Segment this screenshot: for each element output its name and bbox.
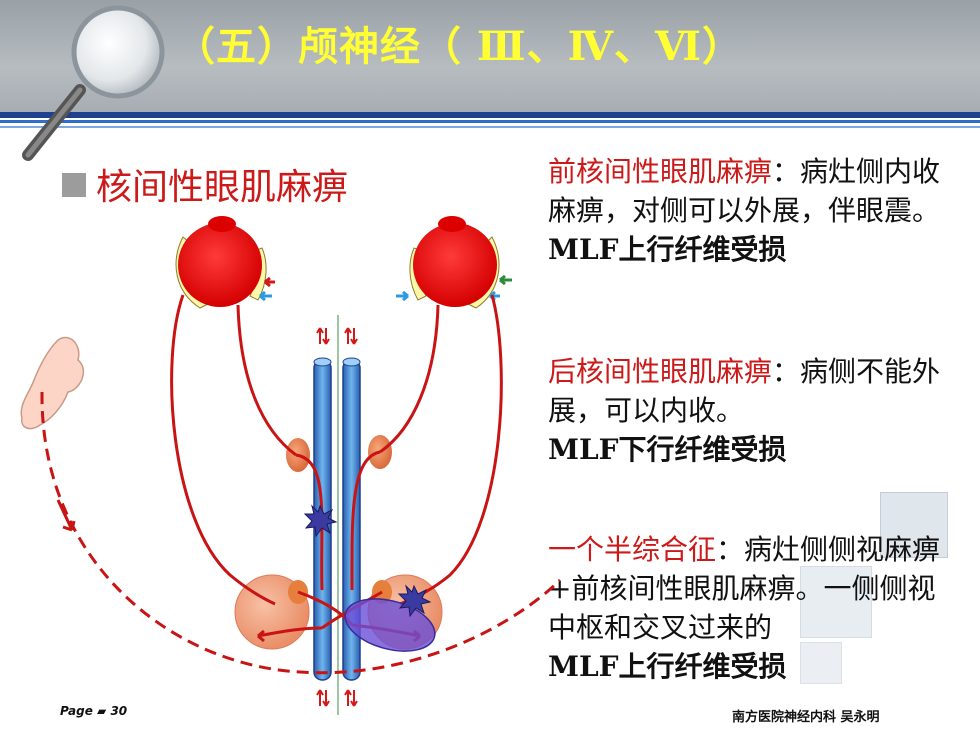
vertical-arrows: [316, 327, 358, 707]
lesion-burst-icon: [397, 584, 432, 618]
decor-square: [800, 566, 872, 638]
desc-posterior: 病侧不能外展，可以内收。: [548, 355, 941, 427]
header-divider: [0, 112, 980, 118]
text-block-posterior: 后核间性眼肌麻痹：病侧不能外展，可以内收。 MLF下行纤维受损: [548, 352, 948, 469]
separator: ：: [772, 155, 801, 188]
separator: ：: [772, 355, 801, 388]
dashed-pathway: [40, 391, 560, 675]
term-one-and-half: 一个半综合征: [548, 533, 717, 566]
header-divider-3: [0, 126, 980, 128]
footer-credit: 南方医院神经内科 吴永明: [732, 710, 880, 725]
text-block-one-and-half: 一个半综合征：病灶侧侧视麻痹+前核间性眼肌麻痹。一侧侧视中枢和交叉过来的 MLF…: [548, 530, 948, 686]
desc-one-and-half: 病灶侧侧视麻痹+前核间性眼肌麻痹。一侧侧视中枢和交叉过来的: [548, 533, 941, 644]
bullet-square-icon: [62, 173, 86, 197]
separator: ：: [716, 533, 745, 566]
dashed-arrow: [56, 499, 76, 532]
note-posterior: MLF下行纤维受损: [548, 433, 787, 466]
header-divider-2: [0, 120, 980, 123]
note-one-and-half: MLF上行纤维受损: [548, 650, 787, 683]
note-anterior: MLF上行纤维受损: [548, 233, 787, 266]
section-heading-label: 核间性眼肌麻痹: [96, 167, 349, 208]
term-anterior: 前核间性眼肌麻痹: [548, 155, 773, 188]
magnifier-icon: [22, 5, 165, 161]
decor-square: [800, 642, 842, 684]
section-heading: 核间性眼肌麻痹: [62, 158, 348, 210]
page-title: （五）颅神经（ Ⅲ、Ⅳ、Ⅵ）: [175, 23, 744, 70]
decor-square: [880, 492, 948, 558]
lesion-burst-icon: [303, 504, 338, 538]
page-number: Page ▰ 30: [60, 704, 128, 718]
ear-shape: [20, 336, 85, 430]
right-eye: [409, 216, 500, 309]
text-block-anterior: 前核间性眼肌麻痹：病灶侧内收麻痹，对侧可以外展，伴眼震。 MLF上行纤维受损: [548, 152, 948, 269]
term-posterior: 后核间性眼肌麻痹: [548, 355, 773, 388]
ino-diagram: [20, 216, 560, 715]
desc-anterior: 病灶侧内收麻痹，对侧可以外展，伴眼震。: [548, 155, 941, 227]
left-eye: [175, 216, 267, 309]
nerve-pathways: [170, 294, 503, 643]
